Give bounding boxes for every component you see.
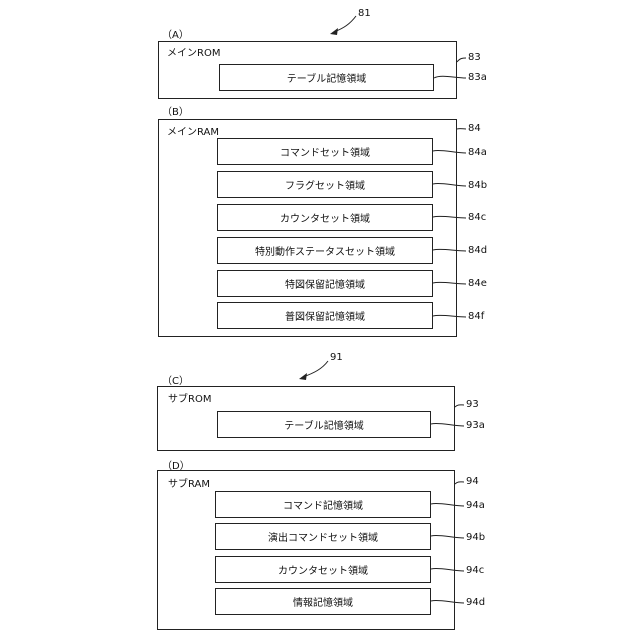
leader-94d: [431, 600, 464, 603]
leader-84f: [433, 315, 466, 317]
leader-84d: [433, 249, 466, 251]
leader-93a: [431, 423, 464, 426]
leader-84b: [433, 183, 466, 186]
arrowhead-81: [330, 28, 338, 35]
leader-94a: [431, 503, 464, 506]
leader-94: [455, 482, 464, 484]
leader-93: [455, 405, 464, 407]
leader-84a: [433, 150, 466, 153]
leader-84e: [433, 282, 466, 284]
leader-94b: [431, 535, 464, 538]
leader-84c: [433, 216, 466, 218]
leader-83: [457, 58, 466, 62]
leader-94c: [431, 568, 464, 571]
arrowhead-91: [299, 373, 307, 380]
leader-83a: [434, 76, 466, 78]
